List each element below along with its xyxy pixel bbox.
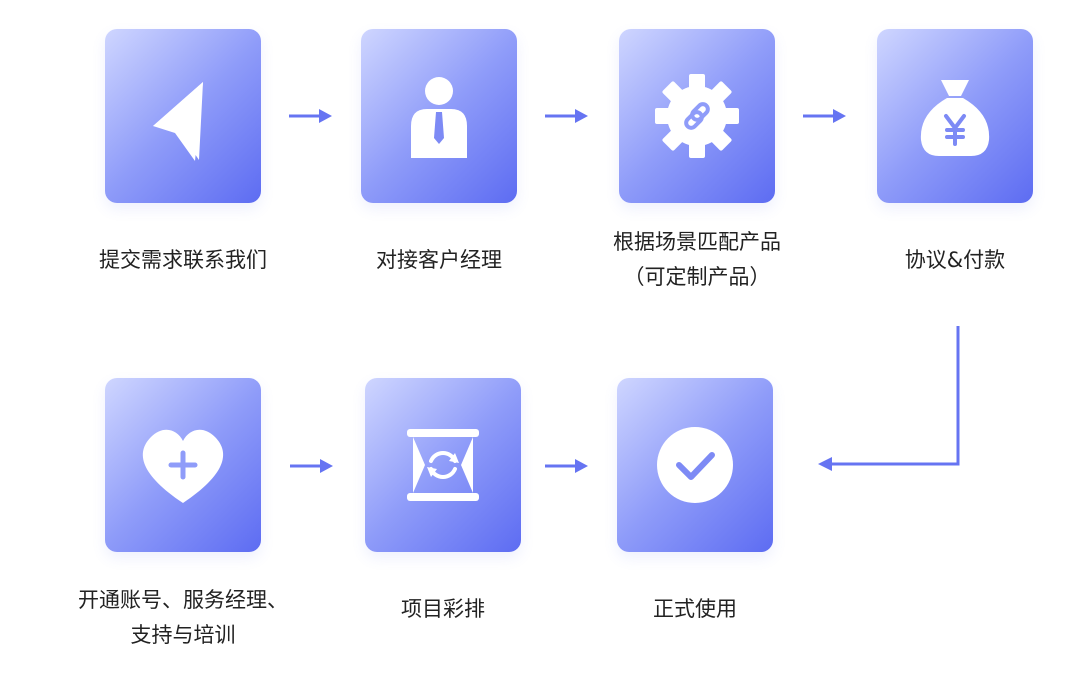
manager-icon [411, 77, 467, 158]
step-box-match [619, 29, 775, 203]
paper-plane-icon [153, 82, 203, 161]
step-label: 对接客户经理 [319, 243, 559, 278]
step-box-launch [617, 378, 773, 552]
arrow-right-icon [545, 109, 588, 123]
step-label: 开通账号、服务经理、 支持与培训 [50, 583, 316, 653]
check-circle-icon [657, 427, 733, 503]
step-label-line: 提交需求联系我们 [99, 248, 267, 272]
step-label-line: 开通账号、服务经理、 [78, 588, 288, 612]
money-bag-icon [920, 80, 990, 156]
connector-arrow-icon [818, 326, 960, 471]
step-label-line: 对接客户经理 [376, 248, 502, 272]
hourglass-icon [407, 429, 479, 501]
step-label-line: （可定制产品） [623, 265, 771, 289]
step-label-line: 项目彩排 [401, 597, 485, 621]
step-box-payment [877, 29, 1033, 203]
step-box-submit [105, 29, 261, 203]
arrow-right-icon [545, 459, 588, 473]
step-label: 根据场景匹配产品 （可定制产品） [577, 225, 817, 295]
step-box-manager [361, 29, 517, 203]
gear-link-icon [655, 74, 739, 158]
step-label: 正式使用 [575, 592, 815, 627]
step-label-line: 支持与培训 [130, 623, 236, 647]
arrow-right-icon [290, 459, 333, 473]
arrow-right-icon [289, 109, 332, 123]
step-label: 项目彩排 [323, 592, 563, 627]
arrow-right-icon [803, 109, 846, 123]
step-box-onboarding [105, 378, 261, 552]
step-box-rehearsal [365, 378, 521, 552]
step-label-line: 协议&付款 [904, 248, 1006, 272]
step-label: 提交需求联系我们 [63, 243, 303, 278]
step-label: 协议&付款 [835, 243, 1075, 278]
heart-plus-icon [142, 429, 224, 503]
step-label-line: 根据场景匹配产品 [613, 230, 781, 254]
step-label-line: 正式使用 [653, 597, 737, 621]
